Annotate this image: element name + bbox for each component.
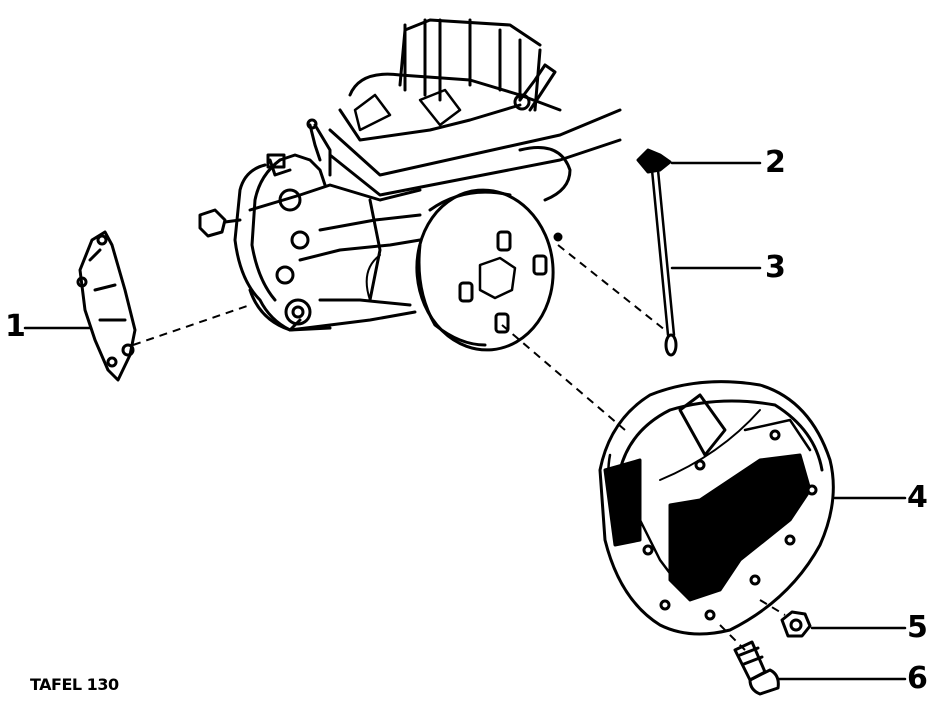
part-5-nut (780, 610, 812, 638)
callout-5: 5 (907, 610, 928, 645)
callout-2: 2 (765, 145, 786, 180)
plate-label: TAFEL 130 (30, 675, 119, 694)
callout-6: 6 (907, 661, 928, 696)
callout-1: 1 (5, 309, 26, 344)
part-1-cover (76, 230, 137, 382)
callout-4: 4 (907, 480, 928, 515)
part-3-dipstick (636, 148, 678, 357)
part-4-housing-cover (598, 380, 835, 636)
part-6-bolt (733, 640, 780, 696)
transmission-housing (198, 18, 622, 332)
drive-flange (415, 188, 563, 352)
callout-3: 3 (765, 250, 786, 285)
